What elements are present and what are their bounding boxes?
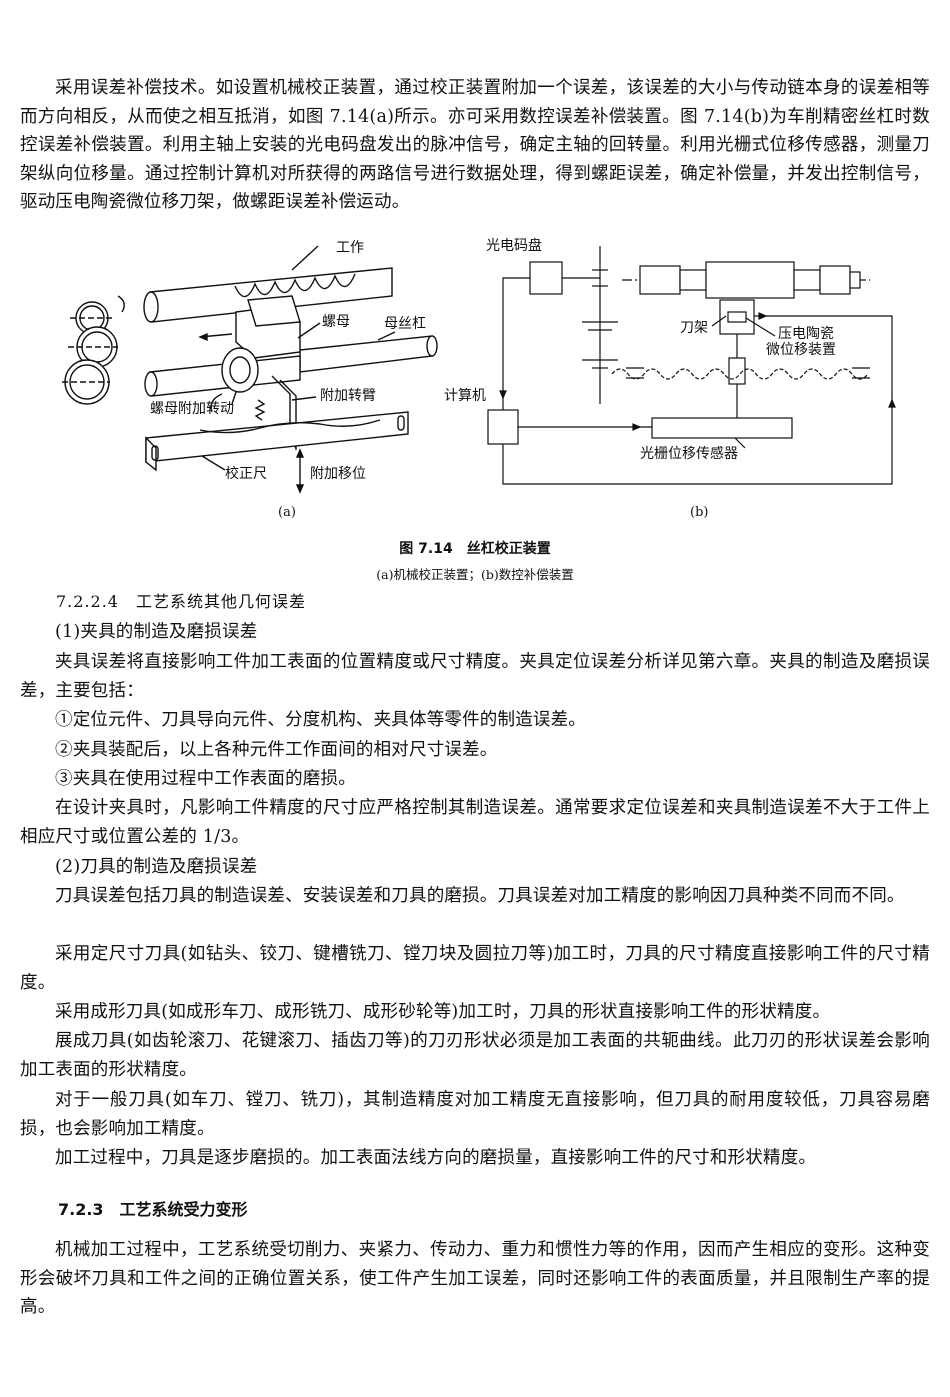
correction-ruler (145, 411, 409, 472)
list-item-2: ②夹具装配后，以上各种元件工作面间的相对尺寸误差。 (55, 740, 498, 760)
workpiece-shaft (143, 267, 393, 323)
encoder-box (529, 261, 563, 295)
paragraph-tool-3: 采用成形刀具(如成形车刀、成形铣刀、成形砂轮等)加工时，刀具的形状直接影响工件的… (55, 1002, 831, 1022)
paragraph-design: 在设计夹具时，凡影响工件精度的尺寸应严格控制其制造误差。通常要求定位误差和夹具制… (20, 798, 930, 847)
label-piezo-2: 微位移装置 (766, 342, 836, 358)
heading-7-2-2-4: 7.2.2.4 工艺系统其他几何误差 (56, 592, 306, 611)
figure-7-14: 工作 螺母 母丝杠 螺母附加转动 附加转臂 校正尺 附加移位 (a) (62, 237, 896, 520)
heading-tool: (2)刀具的制造及磨损误差 (55, 857, 258, 877)
subfigure-a-label: (a) (278, 505, 296, 520)
gear-train (62, 295, 125, 405)
leadscrew-b (611, 368, 869, 380)
paragraph-intro: 采用误差补偿技术。如设置机械校正装置，通过校正装置附加一个误差，该误差的大小与传… (20, 78, 930, 212)
grating-sensor (651, 417, 793, 439)
paragraph-tool-4: 展成刀具(如齿轮滚刀、花键滚刀、插齿刀等)的刀刃形状必须是加工表面的共轭曲线。此… (20, 1031, 930, 1080)
list-item-1: ①定位元件、刀具导向元件、分度机构、夹具体等零件的制造误差。 (55, 710, 586, 730)
spindle (622, 261, 870, 299)
label-nut: 螺母 (322, 314, 350, 330)
label-nut-rotation: 螺母附加转动 (150, 401, 234, 417)
label-additional-shift: 附加移位 (310, 466, 366, 482)
figure-a-labels: 工作 螺母 母丝杠 螺母附加转动 附加转臂 校正尺 附加移位 (a) (150, 240, 426, 520)
figure-b-cnc (487, 246, 896, 485)
figure-a-mechanical (62, 245, 438, 494)
figure-caption-title: 图 7.14 丝杠校正装置 (399, 541, 551, 557)
figure-caption-sub: (a)机械校正装置；(b)数控补偿装置 (376, 567, 574, 582)
label-additional-arm: 附加转臂 (320, 388, 376, 404)
label-leadscrew: 母丝杠 (384, 316, 426, 332)
list-item-3: ③夹具在使用过程中工作表面的磨损。 (55, 769, 356, 789)
tool-post (719, 299, 755, 420)
paragraph-force: 机械加工过程中，工艺系统受切削力、夹紧力、传动力、重力和惯性力等的作用，因而产生… (20, 1240, 930, 1317)
subfigure-b-label: (b) (690, 505, 708, 520)
paragraph-fixture: 夹具误差将直接影响工件加工表面的位置精度或尺寸精度。夹具定位误差分析详见第六章。… (20, 652, 930, 701)
paragraph-tool-2: 采用定尺寸刀具(如钻头、铰刀、键槽铣刀、镗刀块及圆拉刀等)加工时，刀具的尺寸精度… (20, 944, 930, 993)
figure-b-labels: 光电码盘 刀架 压电陶瓷 微位移装置 计算机 光栅位移传感器 (b) (444, 237, 836, 520)
computer-box (487, 409, 519, 445)
label-tool-post: 刀架 (680, 320, 708, 336)
label-encoder: 光电码盘 (486, 237, 542, 254)
label-correction-ruler: 校正尺 (225, 465, 267, 482)
nut-carriage (210, 295, 301, 413)
heading-fixture: (1)夹具的制造及磨损误差 (55, 622, 258, 642)
paragraph-tool-6: 加工过程中，刀具是逐步磨损的。加工表面法线方向的磨损量，直接影响工件的尺寸和形状… (55, 1148, 817, 1168)
label-grating-sensor: 光栅位移传感器 (640, 445, 738, 462)
label-computer: 计算机 (444, 388, 486, 404)
label-workpiece: 工作 (336, 240, 364, 256)
leadscrew (299, 335, 438, 373)
paragraph-tool-1: 刀具误差包括刀具的制造误差、安装误差和刀具的磨损。刀具误差对加工精度的影响因刀具… (55, 886, 905, 906)
label-piezo-1: 压电陶瓷 (778, 326, 834, 342)
heading-7-2-3: 7.2.3 工艺系统受力变形 (58, 1200, 248, 1219)
paragraph-tool-5: 对于一般刀具(如车刀、镗刀、铣刀)，其制造精度对加工精度无直接影响，但刀具的耐用… (20, 1090, 930, 1139)
